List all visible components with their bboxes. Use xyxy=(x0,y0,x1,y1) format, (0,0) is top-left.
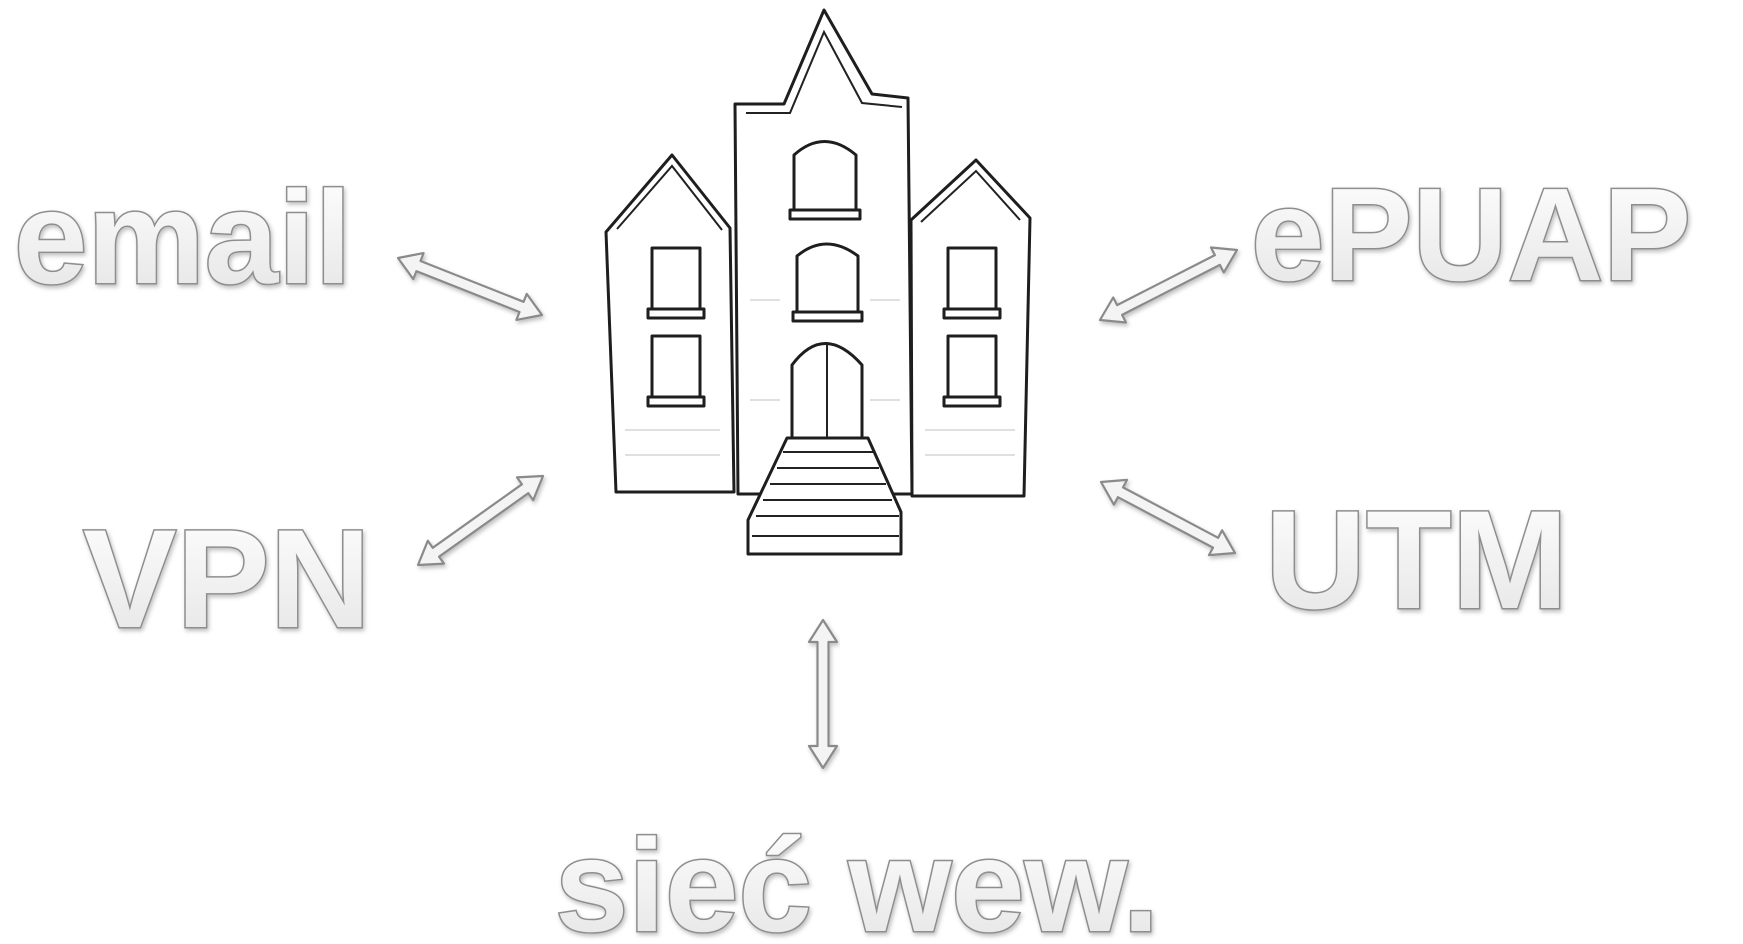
arrow-email-center xyxy=(398,253,542,320)
arrow-epuap-center xyxy=(1100,248,1237,323)
arrow-utm-center xyxy=(1101,480,1235,555)
arrow-vpn-center xyxy=(418,476,543,565)
arrow-lan-center xyxy=(809,620,837,768)
node-label-epuap: ePUAP xyxy=(1251,161,1691,308)
node-label-vpn: VPN xyxy=(83,500,371,657)
node-label-utm: UTM xyxy=(1265,481,1568,638)
node-label-email: email xyxy=(14,164,352,311)
school-building-icon xyxy=(606,10,1030,554)
node-label-lan: sieć wew. xyxy=(555,812,1159,944)
